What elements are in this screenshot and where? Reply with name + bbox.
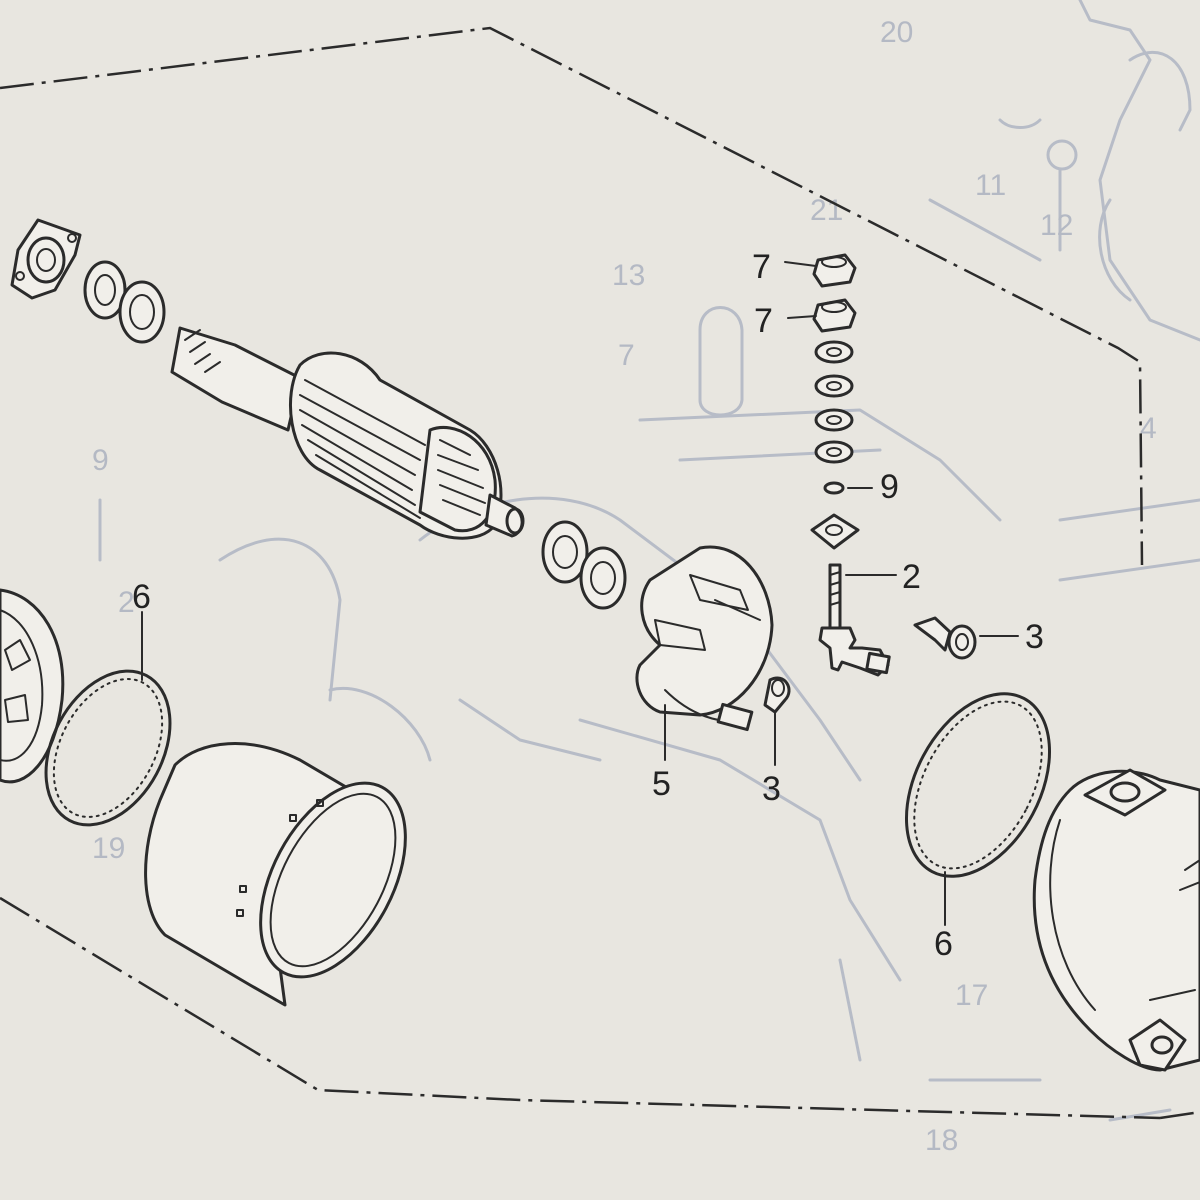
brush-holder-assembly [635,545,791,732]
bg-callout-7: 7 [618,339,635,372]
callout-brush-spring-right: 3 [1025,618,1044,656]
show-through-layer: 20 13 7 11 12 21 9 1 17 18 19 2 4 [92,0,1200,1157]
callout-terminal-bolt: 2 [902,558,921,596]
callout-brush-spring-lower: 3 [762,770,781,808]
shim-washer-pair [541,520,627,610]
brush-spring-right [913,616,977,660]
bg-callout-17: 17 [955,979,988,1012]
callout-brush-holder: 5 [652,765,671,803]
brush-plate-bracket [10,218,82,300]
bg-callout-4: 4 [1140,412,1157,445]
bg-callout-11: 11 [975,169,1006,202]
thrust-washer-pair [83,260,166,344]
bg-callout-18: 18 [925,1124,958,1157]
front-cover-right [1032,768,1200,1072]
bg-callout-12: 12 [1040,209,1073,242]
callout-o-ring-left: 6 [132,578,151,616]
group-boundary-line [0,26,1200,1120]
terminal-hardware-stack [810,253,891,677]
bg-callout-2: 2 [118,586,135,619]
bg-callout-13: 13 [612,259,645,292]
bg-callout-19: 19 [92,832,125,865]
armature [170,326,525,540]
callout-washer-small: 9 [880,468,899,506]
bg-callout-9: 9 [92,444,109,477]
callout-nut-upper: 7 [752,248,771,286]
callout-o-ring-right: 6 [934,925,953,963]
leader-lines [141,261,1019,926]
o-ring-right [904,692,1052,878]
callout-nut-lower: 7 [754,302,773,340]
bg-callout-20: 20 [880,16,913,49]
o-ring-left [44,669,172,827]
motor-yoke [144,742,407,1007]
rear-cover-left [0,588,65,784]
